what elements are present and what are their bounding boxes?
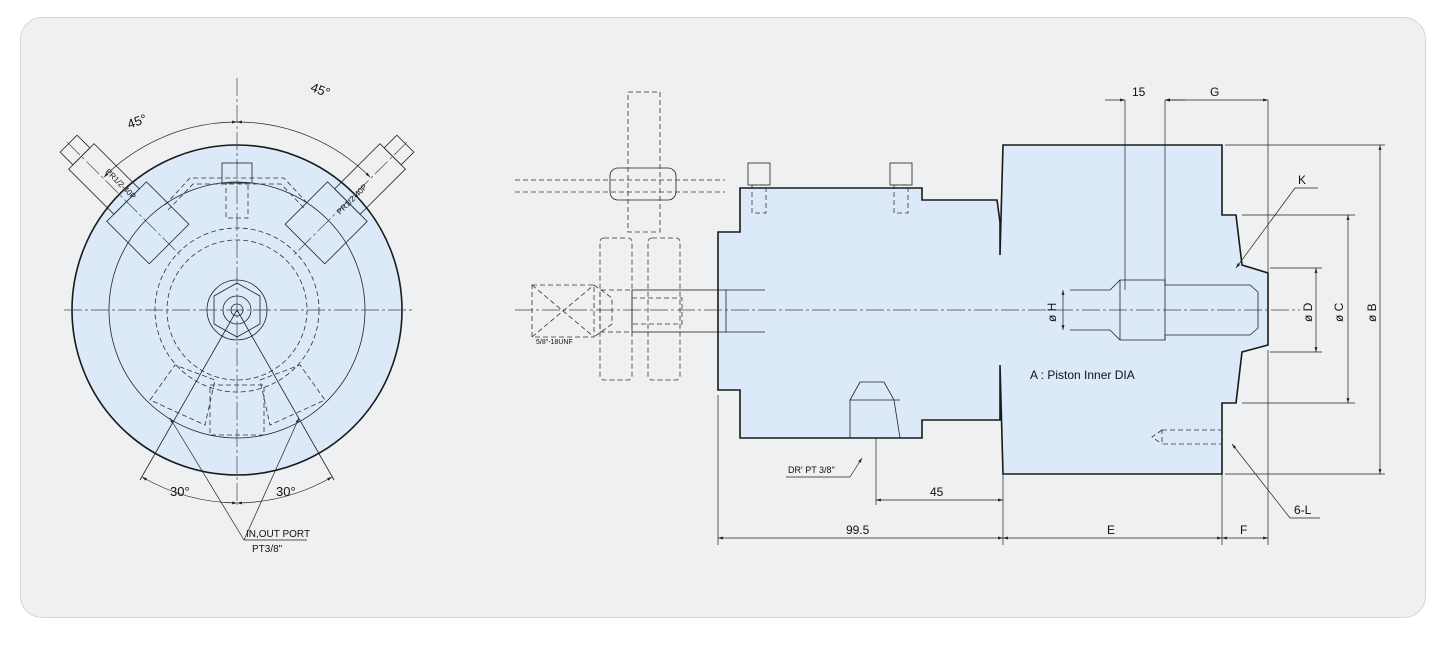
port-label-line1: IN,OUT PORT	[246, 529, 310, 540]
dim-phi-D: ø D	[1301, 302, 1315, 322]
angle-30-left: 30°	[170, 484, 190, 499]
side-view: 5/8"-18UNF	[515, 85, 1385, 545]
dim-phi-H: ø H	[1045, 303, 1059, 322]
dim-15: 15	[1132, 85, 1146, 99]
dim-45: 45	[930, 485, 944, 499]
dim-99-5: 99.5	[846, 523, 870, 537]
note-piston-inner: A : Piston Inner DIA	[1030, 368, 1135, 382]
dim-phi-C: ø C	[1332, 302, 1346, 322]
dim-F: F	[1240, 523, 1247, 537]
port-label-line2: PT3/8"	[252, 544, 283, 555]
angle-45-left: 45°	[125, 111, 149, 132]
cylinder-body	[717, 144, 1269, 475]
dim-K: K	[1298, 173, 1306, 187]
dim-6-L: 6-L	[1294, 503, 1312, 517]
dim-G: G	[1210, 85, 1219, 99]
dim-phi-B: ø B	[1365, 303, 1379, 322]
thread-label: 5/8"-18UNF	[536, 339, 573, 346]
angle-30-right: 30°	[276, 484, 296, 499]
end-view: PR1/2-40P PR1/2-40P 45° 45° 30° 30° IN,O…	[59, 78, 415, 555]
angle-45-right: 45°	[309, 79, 333, 100]
dim-E: E	[1107, 523, 1115, 537]
drain-label: DR' PT 3/8"	[788, 465, 835, 475]
